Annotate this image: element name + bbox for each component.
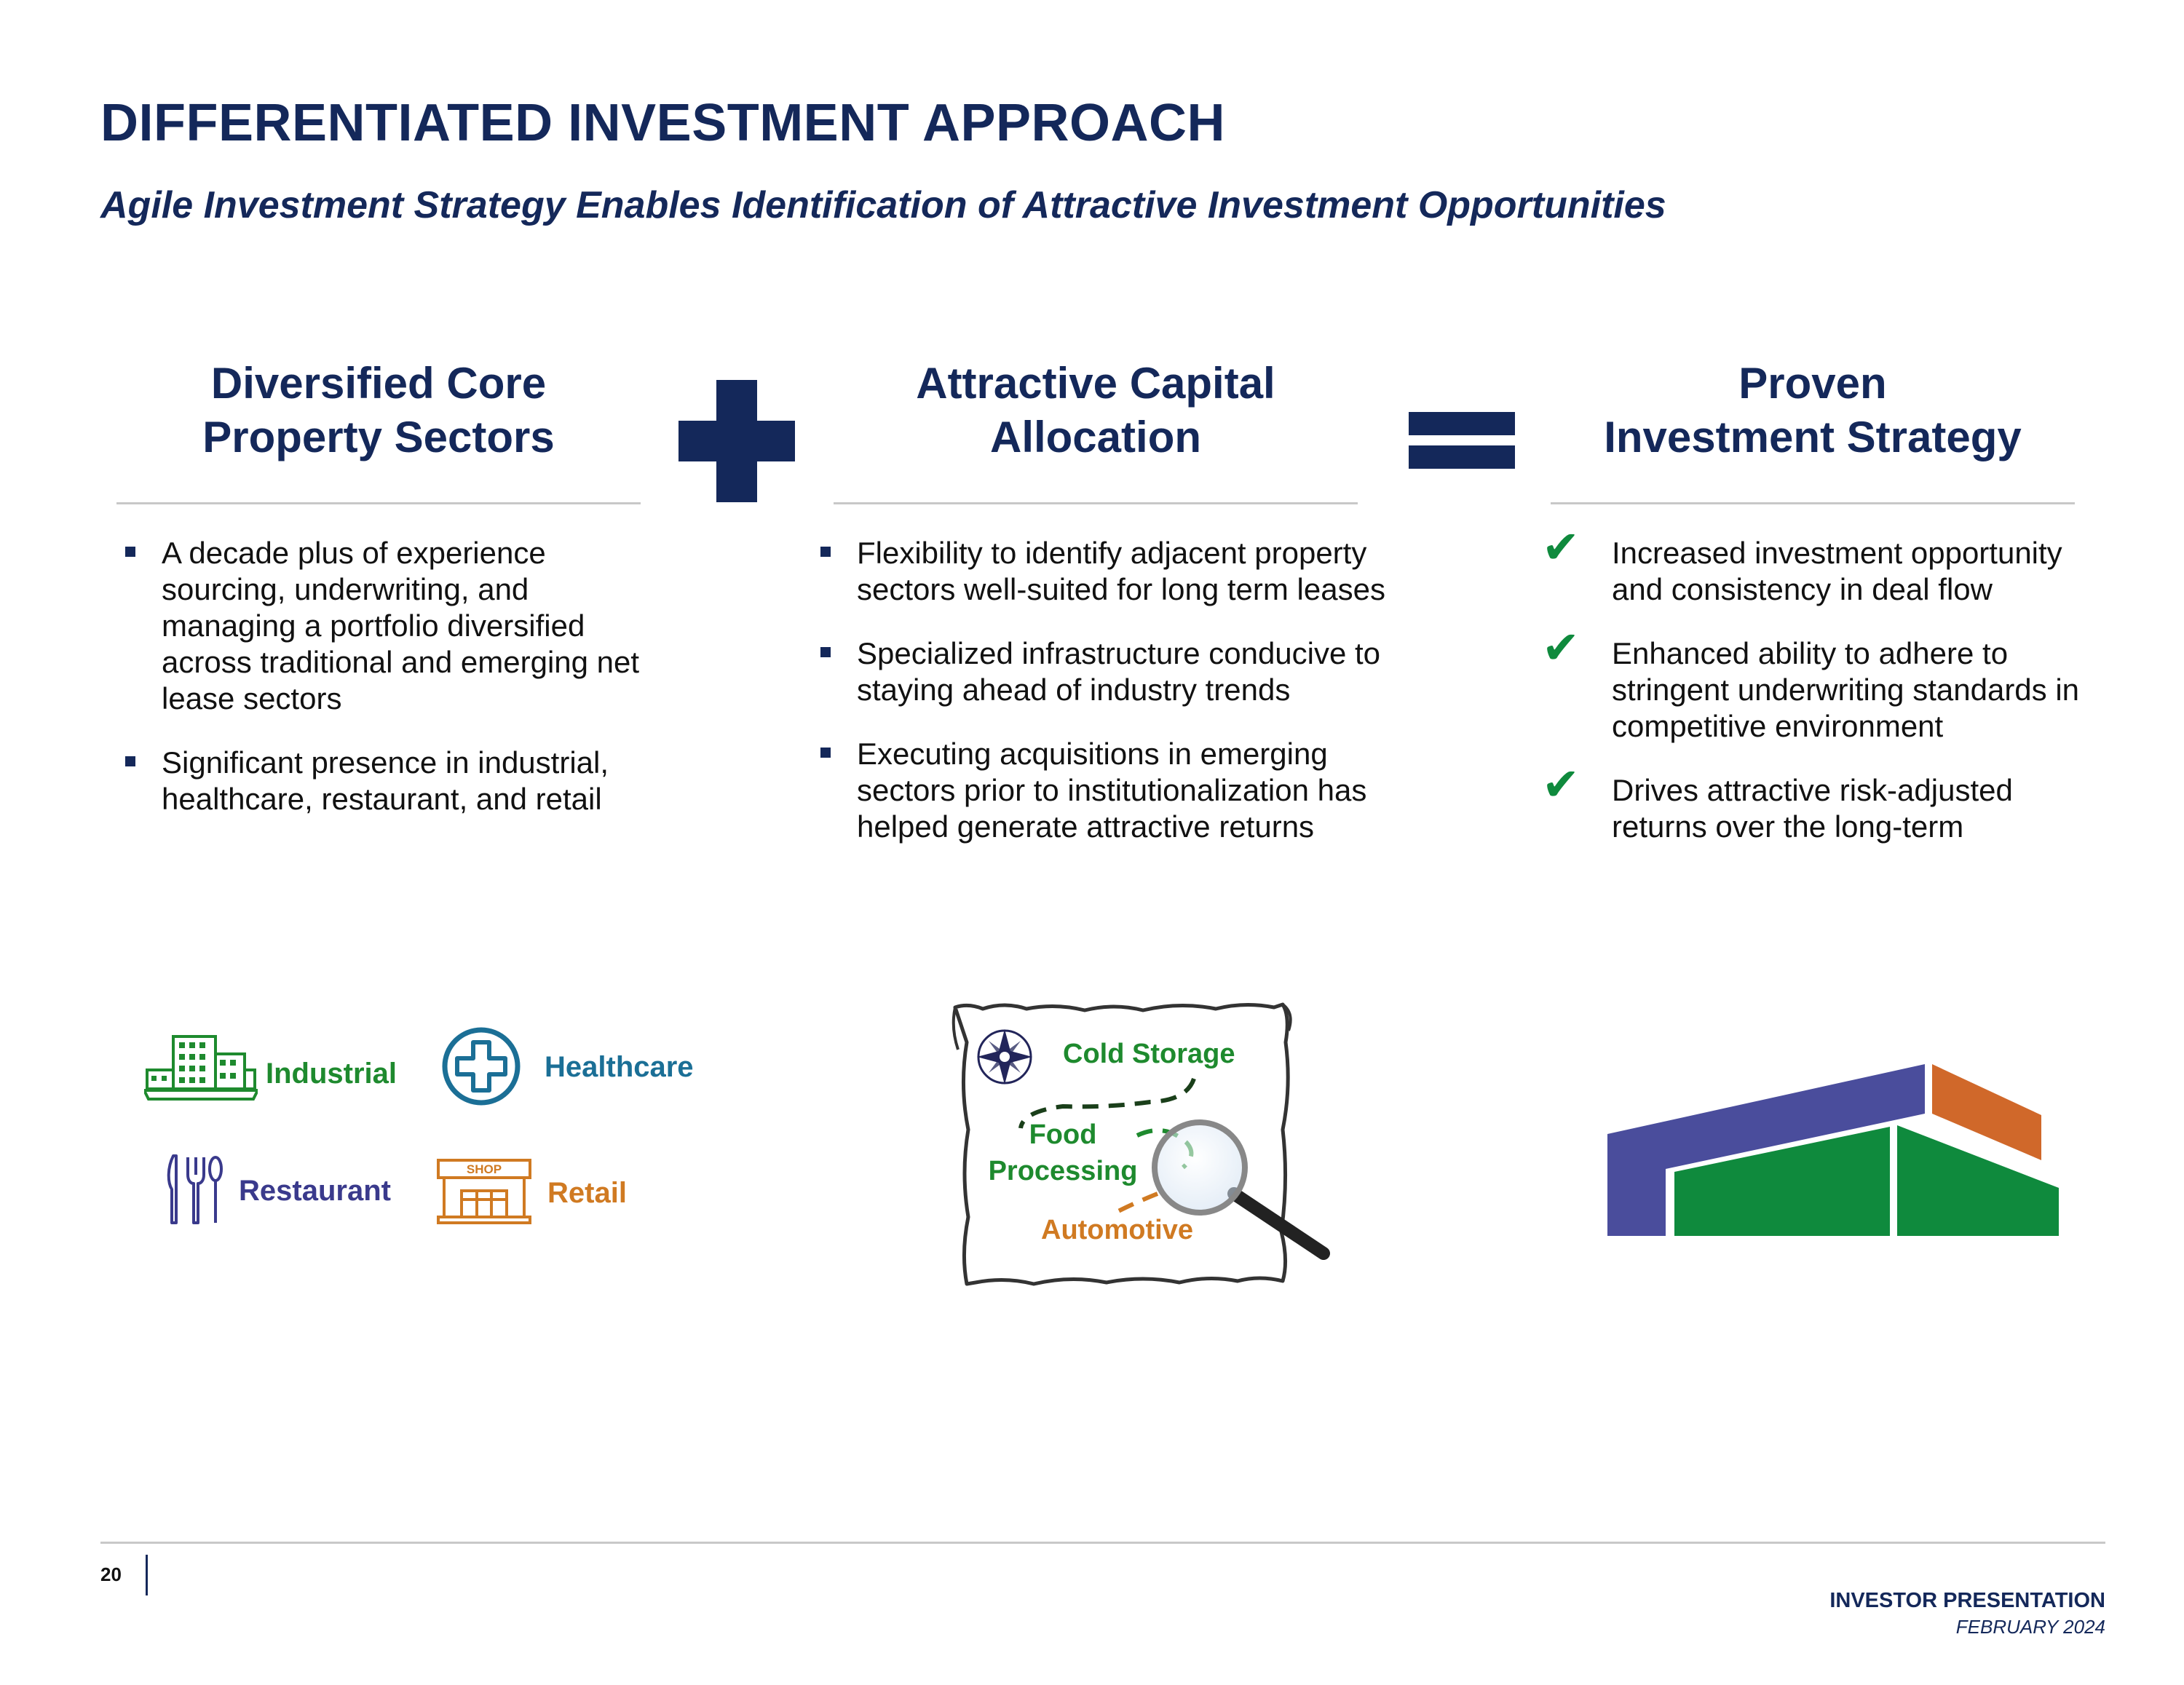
svg-text:SHOP: SHOP bbox=[467, 1162, 502, 1176]
map-label-food-processing: Food Processing bbox=[988, 1119, 1138, 1186]
page-subtitle: Agile Investment Strategy Enables Identi… bbox=[100, 184, 1666, 226]
sector-label-industrial: Industrial bbox=[266, 1058, 397, 1090]
column-divider bbox=[116, 502, 641, 504]
building-icon bbox=[144, 1035, 258, 1101]
cutlery-icon bbox=[167, 1154, 223, 1224]
checkmark-icon: ✔ bbox=[1542, 621, 1580, 674]
check-item: ✔Enhanced ability to adhere to stringent… bbox=[1542, 621, 2080, 744]
bullet-item: Specialized infrastructure conducive to … bbox=[820, 635, 1410, 708]
column-heading-diversified: Diversified Core Property Sectors bbox=[202, 359, 555, 461]
compass-icon bbox=[977, 1029, 1032, 1085]
bullet-item: A decade plus of experience sourcing, un… bbox=[125, 535, 649, 717]
route-path-automotive bbox=[1117, 1192, 1159, 1213]
page-number-separator bbox=[146, 1555, 148, 1595]
sector-label-retail: Retail bbox=[547, 1177, 627, 1209]
sector-label-restaurant: Restaurant bbox=[239, 1175, 391, 1207]
footer-divider bbox=[100, 1542, 2105, 1544]
footer-date: FEBRUARY 2024 bbox=[1955, 1616, 2105, 1638]
column-heading-capital: Attractive Capital Allocation bbox=[916, 359, 1275, 461]
medical-cross-icon bbox=[442, 1027, 521, 1106]
page-title: DIFFERENTIATED INVESTMENT APPROACH bbox=[100, 94, 1226, 152]
check-item: ✔Increased investment opportunity and co… bbox=[1542, 520, 2062, 607]
sector-label-healthcare: Healthcare bbox=[545, 1051, 694, 1083]
column-heading-proven: Proven Investment Strategy bbox=[1604, 359, 2022, 461]
plus-icon bbox=[678, 380, 795, 502]
checkmark-icon: ✔ bbox=[1542, 758, 1580, 811]
column-divider bbox=[1551, 502, 2075, 504]
bullet-list-diversified: A decade plus of experience sourcing, un… bbox=[125, 535, 649, 845]
equals-icon bbox=[1409, 412, 1515, 469]
route-path-cold-storage bbox=[1018, 1077, 1196, 1129]
bullet-item: Significant presence in industrial, heal… bbox=[125, 745, 649, 817]
check-item: ✔Drives attractive risk-adjusted returns… bbox=[1542, 758, 2013, 844]
shop-icon: SHOP bbox=[437, 1159, 531, 1224]
page-number: 20 bbox=[100, 1563, 122, 1585]
map-label-automotive: Automotive bbox=[1041, 1215, 1193, 1245]
column-divider bbox=[834, 502, 1358, 504]
checkmark-icon: ✔ bbox=[1542, 520, 1580, 574]
map-label-cold-storage: Cold Storage bbox=[1063, 1039, 1235, 1069]
bullet-item: Executing acquisitions in emerging secto… bbox=[820, 736, 1410, 845]
magnifying-glass-icon bbox=[1152, 1119, 1330, 1260]
checklist-proven: ✔Increased investment opportunity and co… bbox=[1542, 520, 2113, 873]
bullet-item: Flexibility to identify adjacent propert… bbox=[820, 535, 1410, 608]
bullet-list-capital: Flexibility to identify adjacent propert… bbox=[820, 535, 1410, 873]
company-logo bbox=[1607, 1064, 2059, 1236]
footer-title: INVESTOR PRESENTATION bbox=[1829, 1589, 2105, 1612]
map-illustration bbox=[951, 1002, 1330, 1286]
